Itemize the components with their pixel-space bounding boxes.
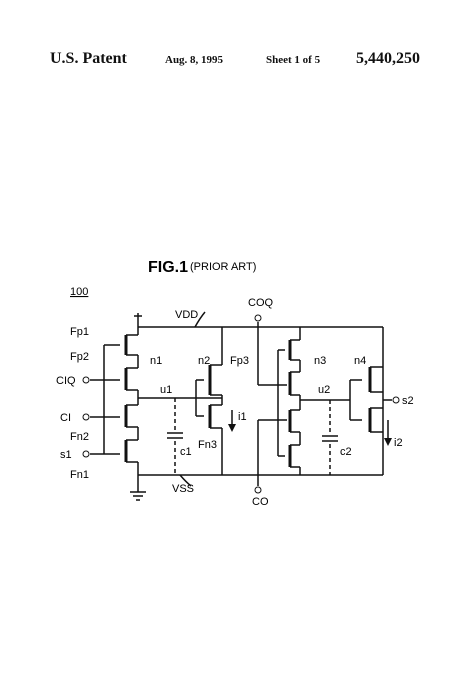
vss-rail [130, 474, 383, 501]
n2-label: n2 [198, 355, 210, 367]
n4-label: n4 [354, 355, 366, 367]
figure-subtitle: (PRIOR ART) [190, 261, 256, 273]
fp3-label: Fp3 [230, 355, 249, 367]
ciq-label: CIQ [56, 375, 76, 387]
u2-label: u2 [318, 384, 330, 396]
patent-number: 5,440,250 [356, 50, 420, 67]
n3-label: n3 [314, 355, 326, 367]
fn1-label: Fn1 [70, 469, 89, 481]
fn3-label: Fn3 [198, 439, 217, 451]
vdd-label: VDD [175, 309, 198, 321]
stage-n1 [82, 327, 222, 475]
co-label: CO [252, 496, 269, 508]
sheet-number: Sheet 1 of 5 [266, 54, 321, 66]
figure-title: FIG.1 [148, 259, 188, 276]
c1-label: c1 [180, 446, 192, 458]
patent-date: Aug. 8, 1995 [165, 54, 224, 66]
vss-label: VSS [172, 483, 194, 495]
n1-label: n1 [150, 355, 162, 367]
signal-labels: VDD VSS COQ CO Fp1 Fp2 CIQ CI Fn2 s1 Fn1… [56, 297, 414, 508]
stage-n2 [195, 327, 236, 475]
c2-label: c2 [340, 446, 352, 458]
vdd-rail [134, 311, 383, 328]
i1-label: i1 [238, 411, 247, 423]
figure-reference: 100 [70, 286, 88, 298]
coq-label: COQ [248, 297, 274, 309]
patent-label: U.S. Patent [50, 50, 127, 67]
s1-label: s1 [60, 449, 72, 461]
ci-label: CI [60, 412, 71, 424]
stage-n3 [254, 314, 350, 494]
fn2-label: Fn2 [70, 431, 89, 443]
fp2-label: Fp2 [70, 351, 89, 363]
u1-label: u1 [160, 384, 172, 396]
fp1-label: Fp1 [70, 326, 89, 338]
s2-label: s2 [402, 395, 414, 407]
stage-n4 [349, 327, 400, 475]
i2-label: i2 [394, 437, 403, 449]
